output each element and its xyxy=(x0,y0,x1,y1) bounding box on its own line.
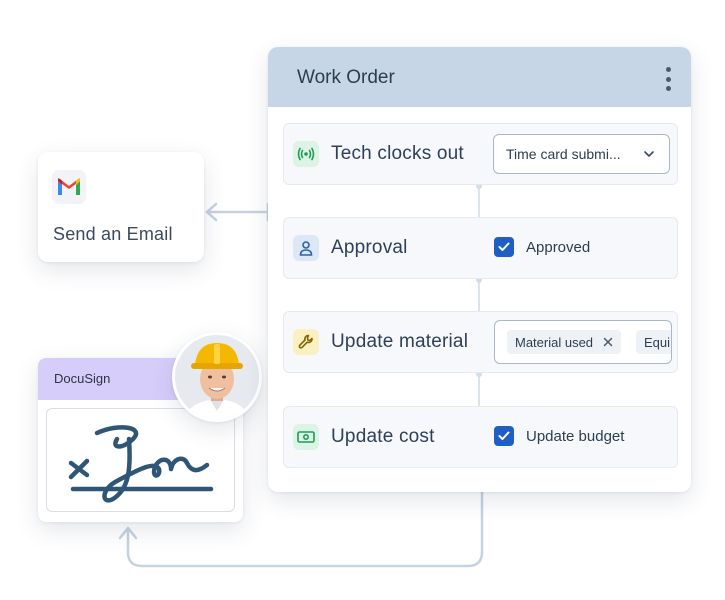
more-vertical-icon[interactable] xyxy=(663,67,673,91)
tag-label: Material used xyxy=(515,334,594,350)
update-budget-label: Update budget xyxy=(526,427,625,445)
send-email-card[interactable]: Send an Email xyxy=(38,152,204,262)
wrench-icon xyxy=(293,329,319,355)
send-email-label: Send an Email xyxy=(53,224,173,244)
docusign-title: DocuSign xyxy=(54,371,111,386)
chevron-down-icon xyxy=(643,147,655,165)
signature-image xyxy=(68,425,214,503)
step-label: Update material xyxy=(331,331,469,352)
cash-icon xyxy=(293,424,319,450)
flow-line xyxy=(478,186,480,220)
worker-avatar xyxy=(172,332,262,422)
step-update-material: Update material Material used Equi xyxy=(283,311,678,373)
signature-box xyxy=(46,408,235,512)
step-label: Approval xyxy=(331,237,408,258)
email-connector xyxy=(205,202,270,222)
step-approval: Approval Approved xyxy=(283,217,678,279)
step-label: Update cost xyxy=(331,426,435,447)
signal-icon xyxy=(293,141,319,167)
material-tags-input[interactable]: Material used Equi xyxy=(494,320,672,364)
flow-line xyxy=(478,374,480,408)
approved-checkbox-group: Approved xyxy=(494,237,590,257)
flow-dot xyxy=(476,371,482,377)
user-icon xyxy=(293,235,319,261)
work-order-header: Work Order xyxy=(268,47,691,107)
time-card-select[interactable]: Time card submi... xyxy=(493,134,670,174)
approved-checkbox[interactable] xyxy=(494,237,514,257)
flow-dot xyxy=(476,277,482,283)
update-budget-checkbox-group: Update budget xyxy=(494,426,624,446)
work-order-panel: Work Order Tech clocks out Time card sub… xyxy=(268,47,691,492)
work-order-title: Work Order xyxy=(297,67,395,88)
step-tech-clocks-out: Tech clocks out Time card submi... xyxy=(283,123,678,185)
tag-equipment: Equi xyxy=(636,330,671,354)
tag-material-used: Material used xyxy=(507,330,622,354)
update-budget-checkbox[interactable] xyxy=(494,426,514,446)
step-update-cost: Update cost Update budget xyxy=(283,406,678,468)
flow-dot xyxy=(476,183,482,189)
flow-line xyxy=(478,280,480,314)
tag-label: Equi xyxy=(644,334,671,350)
close-icon[interactable] xyxy=(603,337,613,347)
select-value: Time card submi... xyxy=(506,146,621,162)
gmail-icon xyxy=(52,170,86,204)
approved-label: Approved xyxy=(526,238,591,256)
step-label: Tech clocks out xyxy=(331,143,464,164)
